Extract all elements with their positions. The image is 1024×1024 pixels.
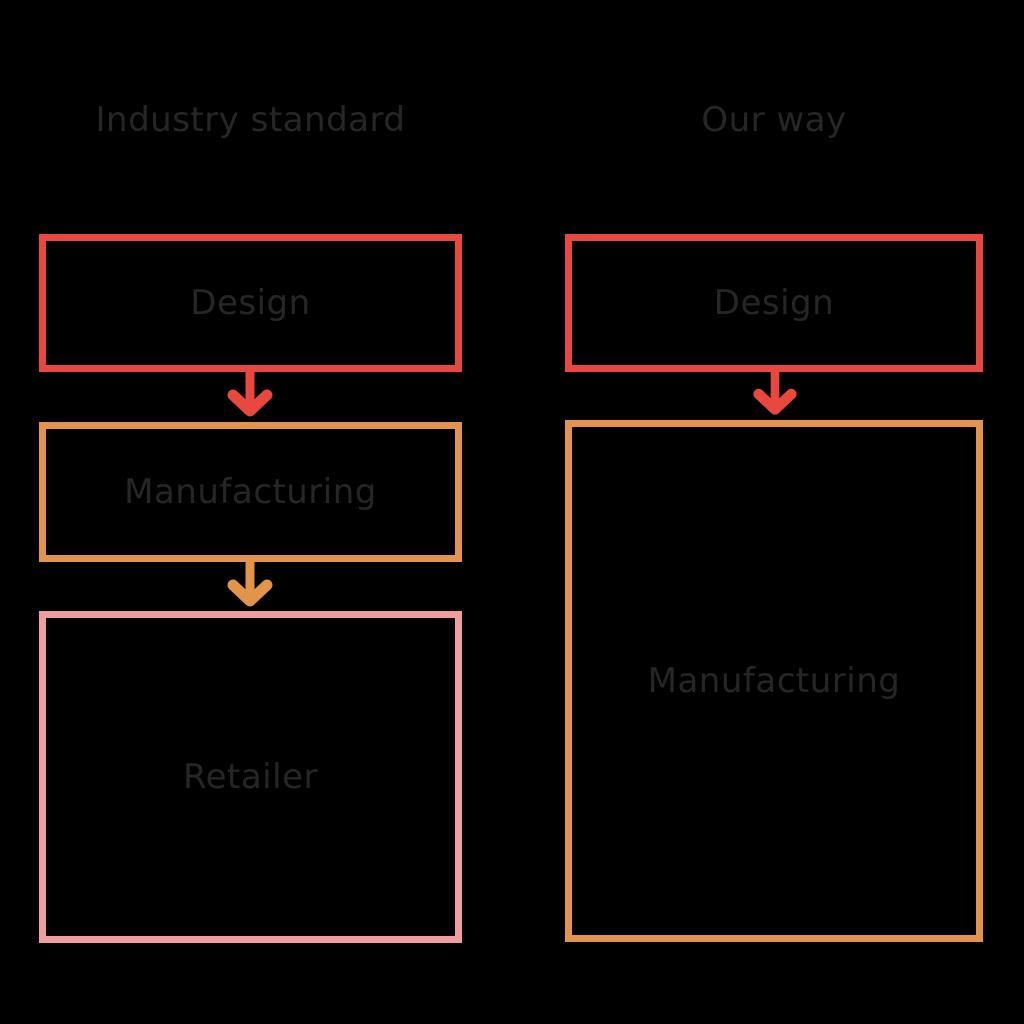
- arrow-down-icon: [753, 371, 797, 415]
- arrow-down-icon: [227, 561, 273, 607]
- industry-design-box: Design: [39, 234, 462, 372]
- industry-retailer-label: Retailer: [183, 757, 318, 797]
- left-column-title: Industry standard: [95, 100, 406, 140]
- arrow-down-icon: [227, 371, 273, 417]
- our-way-design-label: Design: [713, 283, 835, 323]
- industry-manufacturing-box: Manufacturing: [39, 422, 462, 562]
- our-way-design-box: Design: [565, 234, 983, 372]
- our-way-manufacturing-box: Manufacturing: [565, 420, 983, 942]
- industry-manufacturing-label: Manufacturing: [124, 472, 377, 512]
- our-way-manufacturing-label: Manufacturing: [647, 661, 901, 701]
- industry-design-label: Design: [190, 283, 311, 323]
- industry-retailer-box: Retailer: [39, 611, 462, 943]
- right-column-title: Our way: [701, 100, 847, 140]
